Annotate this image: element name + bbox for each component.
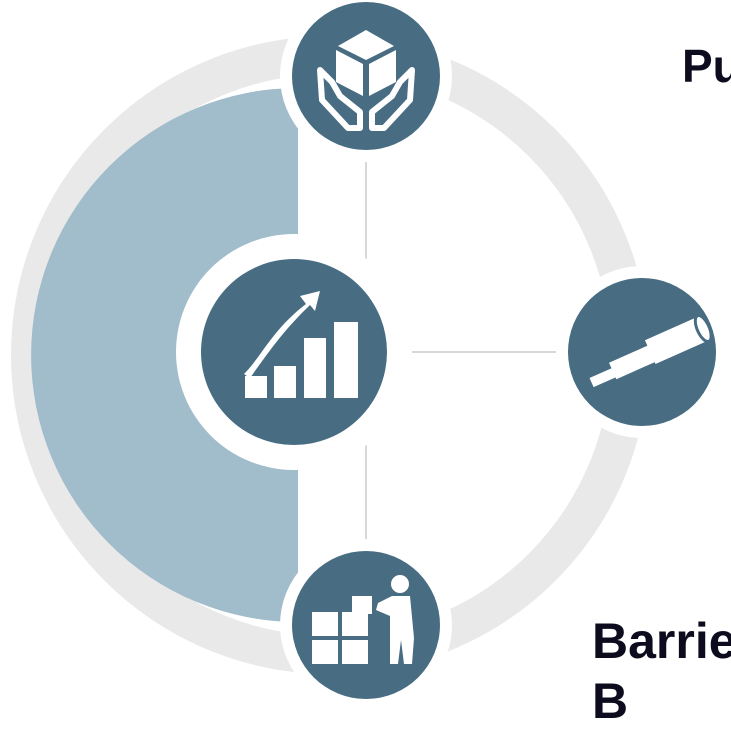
person-assembling-puzzle-icon xyxy=(312,575,414,664)
telescope-icon xyxy=(589,313,713,388)
node-center-circle xyxy=(201,259,387,445)
node-top xyxy=(280,0,452,162)
node-center xyxy=(176,234,412,470)
label-top-right: Pu xyxy=(682,40,731,92)
label-bottom-right: Barrie xyxy=(592,613,731,669)
left-half-fill xyxy=(31,88,299,622)
node-bottom xyxy=(280,539,452,699)
label-bottom-right-second-line: B xyxy=(592,673,629,729)
growth-chart-icon xyxy=(244,291,358,398)
cycle-diagram xyxy=(11,0,728,699)
hands-holding-box-icon xyxy=(317,30,415,131)
node-top-circle xyxy=(292,2,440,150)
node-right xyxy=(556,266,728,438)
